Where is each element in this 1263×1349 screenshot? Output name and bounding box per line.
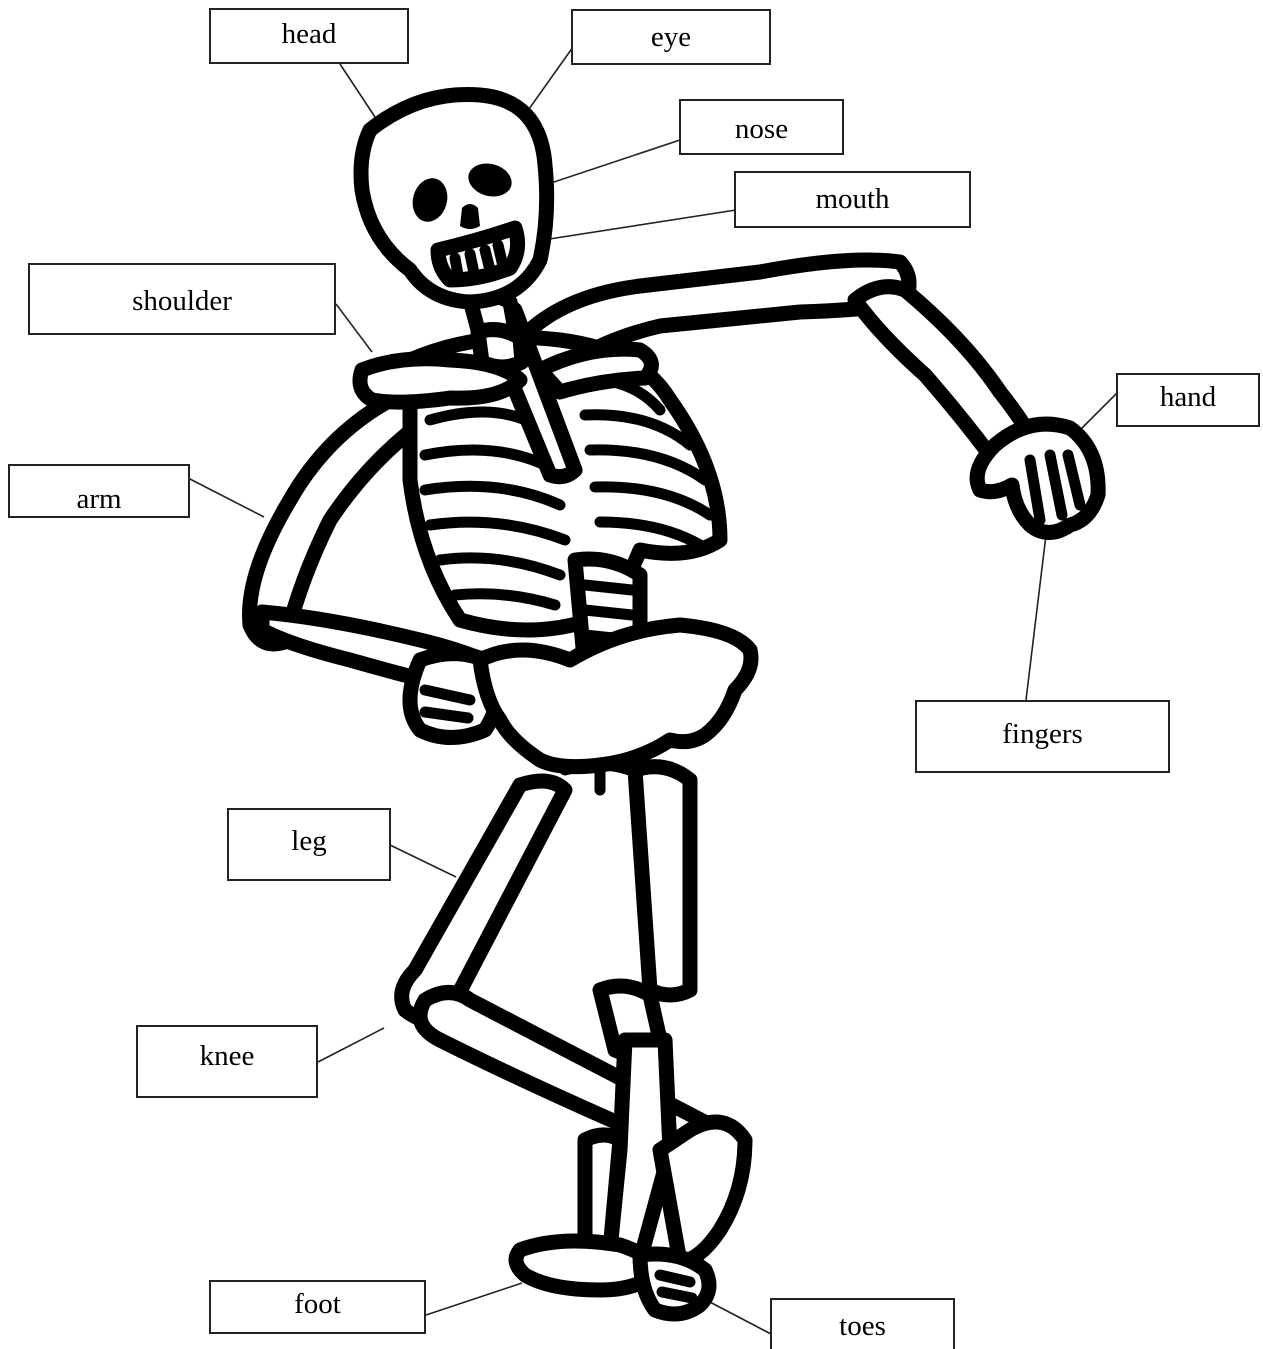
label-nose-text: nose — [735, 113, 788, 146]
label-head: head — [209, 8, 409, 64]
label-hand: hand — [1116, 373, 1260, 427]
label-toes-text: toes — [839, 1310, 886, 1343]
leader-hand — [1080, 392, 1118, 430]
label-arm: arm — [8, 464, 190, 518]
leader-leg — [390, 845, 456, 877]
leader-knee — [318, 1028, 384, 1062]
label-hand-text: hand — [1160, 381, 1216, 414]
ribcage — [360, 301, 720, 675]
leader-fingers — [1026, 535, 1046, 700]
label-shoulder-text: shoulder — [132, 285, 232, 318]
feet-bones — [516, 1241, 709, 1314]
nose-cavity — [460, 204, 480, 229]
leader-toes — [706, 1300, 771, 1334]
label-knee-text: knee — [200, 1040, 255, 1073]
label-fingers: fingers — [915, 700, 1170, 773]
label-mouth-text: mouth — [815, 183, 889, 216]
skull — [361, 94, 547, 302]
label-nose: nose — [679, 99, 844, 155]
leader-head — [340, 64, 375, 117]
leader-mouth — [530, 210, 736, 242]
label-fingers-text: fingers — [1002, 718, 1083, 751]
pelvis — [480, 625, 751, 790]
label-knee: knee — [136, 1025, 318, 1098]
leader-arm — [188, 478, 264, 517]
leg-bones — [402, 767, 745, 1262]
label-mouth: mouth — [734, 171, 971, 228]
label-eye-text: eye — [651, 21, 691, 54]
label-arm-text: arm — [76, 483, 121, 516]
label-eye: eye — [571, 9, 771, 65]
label-foot-text: foot — [294, 1288, 341, 1321]
label-foot: foot — [209, 1280, 426, 1334]
leader-shoulder — [336, 304, 372, 352]
label-leg: leg — [227, 808, 391, 881]
label-head-text: head — [282, 18, 337, 51]
leader-foot — [426, 1283, 522, 1315]
label-shoulder: shoulder — [28, 263, 336, 335]
label-leg-text: leg — [291, 825, 326, 858]
label-toes: toes — [770, 1298, 955, 1349]
